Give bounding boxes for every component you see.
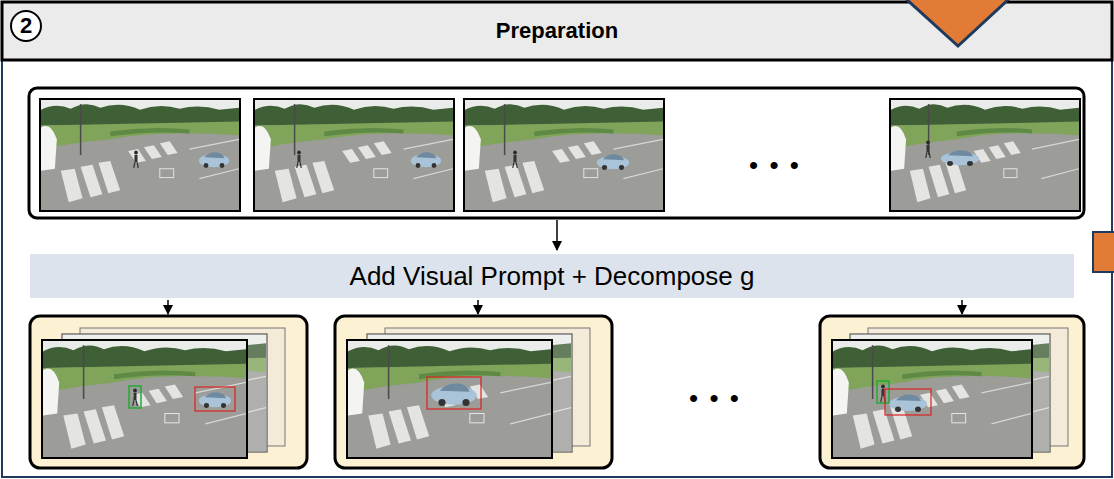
node-text: 2 <box>20 13 32 39</box>
process-band: Add Visual Prompt + Decompose g <box>30 254 1074 298</box>
node-text: Add Visual Prompt + Decompose g <box>350 261 755 292</box>
ellipsis: • • • <box>749 150 801 181</box>
ellipsis: • • • <box>689 383 741 414</box>
step-circle: 2 <box>10 10 42 42</box>
node-text: Preparation <box>496 18 618 44</box>
header-band: Preparation2 <box>40 5 1074 57</box>
